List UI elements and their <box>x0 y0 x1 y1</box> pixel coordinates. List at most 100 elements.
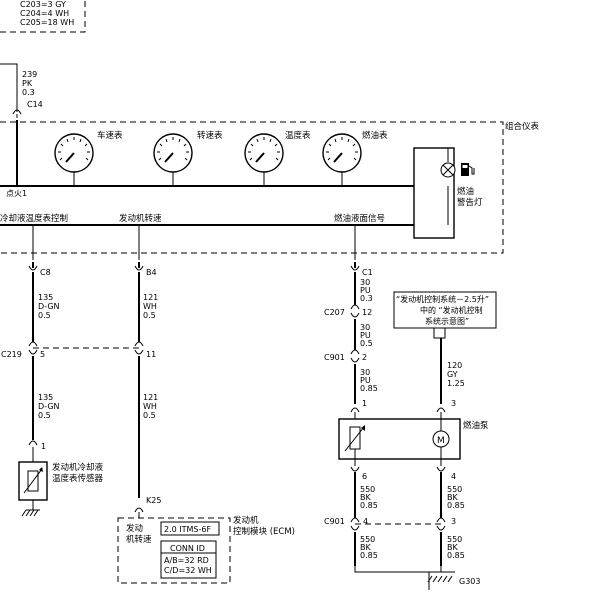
lamp-label-2: 警告灯 <box>457 197 483 208</box>
ground-bus <box>354 566 442 573</box>
sensor-label-1: 发动机冷却液 <box>52 462 104 473</box>
wire-135-upper-color: D-GN <box>38 302 60 311</box>
conn-id-line-2: C/D=32 WH <box>164 566 212 575</box>
fuel-level-circuit: C1 30 PU 0.3 C207 12 30 PU 0.5 C901 2 30… <box>324 225 378 419</box>
pump-supply-circuit: 120 GY 1.25 3 <box>436 338 465 419</box>
wire-120-color: GY <box>447 370 458 379</box>
ground-g303-icon <box>427 571 455 590</box>
wire-30-c-circuit: 30 <box>360 368 370 377</box>
pump-pin-4: 4 <box>451 472 456 481</box>
speedometer-label: 车速表 <box>97 130 123 141</box>
ecm-pin-k25: K25 <box>146 496 161 505</box>
wire-550-d-gauge: 0.85 <box>447 551 465 560</box>
pump-pin-3: 3 <box>451 399 456 408</box>
ground-g303: G303 <box>459 577 480 586</box>
connector-c901-top: C901 <box>324 353 345 362</box>
ecm-signal-label-2: 机转速 <box>126 534 152 545</box>
wire-135-upper-gauge: 0.5 <box>38 311 51 320</box>
wire-121-upper-gauge: 0.5 <box>143 311 156 320</box>
wire-550-a-circuit: 550 <box>360 485 375 494</box>
pump-motor-icon: M <box>432 430 450 448</box>
tachometer-gauge: 转速表 <box>153 130 223 186</box>
temperature-gauge: 温度表 <box>244 130 311 186</box>
wire-239-color: PK <box>22 79 33 88</box>
coolant-temp-sensor <box>18 461 48 501</box>
fuel-level-sender <box>344 425 365 452</box>
c901-pin-4: 4 <box>363 517 368 526</box>
c207-pin: 12 <box>362 308 372 317</box>
fuel-gauge-label: 燃油表 <box>362 130 388 141</box>
fuel-pump-icon <box>461 163 475 176</box>
coolant-circuit: C8 135 D-GN 0.5 C219 5 135 D-GN 0.5 1 发动… <box>1 225 104 517</box>
wire-120-gauge: 1.25 <box>447 379 465 388</box>
wire-239-gauge: 0.3 <box>22 88 35 97</box>
rpm-circuit: B4 121 WH 0.5 11 121 WH 0.5 K25 <box>134 225 161 518</box>
wire-30-c-color: PU <box>360 376 371 385</box>
ecm-module: 发动 机转速 2.0 ITMS-6F CONN ID A/B=32 RD C/D… <box>117 515 295 584</box>
wire-550-d-color: BK <box>447 543 458 552</box>
connector-line-2: C204=4 WH <box>20 9 69 18</box>
connector-c219: C219 <box>1 350 22 359</box>
pump-pin-1: 1 <box>362 399 367 408</box>
fuel-warning-lamp: 燃油 警告灯 <box>413 147 483 239</box>
wire-121-lower-color: WH <box>143 402 157 411</box>
connector-c901-bottom: C901 <box>324 517 345 526</box>
wire-550-c-gauge: 0.85 <box>360 551 378 560</box>
ground-icon <box>21 509 39 517</box>
connector-c207: C207 <box>324 308 345 317</box>
signal-fuel-level-label: 燃油液面信号 <box>334 213 385 224</box>
ref-line-1: “发动机控制系统－2.5升” <box>396 294 489 304</box>
ignition-wire: 239 PK 0.3 C14 点火1 <box>0 63 43 198</box>
wire-30-a-circuit: 30 <box>360 278 370 287</box>
connector-c1: C1 <box>362 268 373 277</box>
connector-list-box: C203=3 GY C204=4 WH C205=18 WH <box>0 0 86 33</box>
wire-550-a-color: BK <box>360 493 371 502</box>
fuel-pump-label: 燃油泵 <box>463 420 489 431</box>
connector-line-3: C205=18 WH <box>20 18 74 27</box>
reference-box: “发动机控制系统－2.5升” 中的 “发动机控制 系统示意图” <box>393 291 497 339</box>
sensor-label-2: 温度表传感器 <box>52 473 104 484</box>
ecm-title-1: 发动机 <box>233 515 259 526</box>
fuel-pump-module: 燃油泵 M 6 4 550 BK 0.85 550 BK 0.85 C901 <box>324 418 489 590</box>
cluster-label: 组合仪表 <box>505 121 540 132</box>
ecm-title-2: 控制模块 (ECM) <box>233 526 295 537</box>
lamp-label-1: 燃油 <box>457 186 474 197</box>
wire-550-b-color: BK <box>447 493 458 502</box>
wire-120-circuit: 120 <box>447 361 462 370</box>
wire-121-upper-color: WH <box>143 302 157 311</box>
wire-550-b-gauge: 0.85 <box>447 501 465 510</box>
signal-rpm-label: 发动机转速 <box>119 213 162 224</box>
sensor-pin-1: 1 <box>41 442 46 451</box>
wire-121-lower-circuit: 121 <box>143 393 158 402</box>
lamp-icon <box>442 164 454 176</box>
wire-121-upper-circuit: 121 <box>143 293 158 302</box>
ecm-signal-label-1: 发动 <box>126 523 144 534</box>
wire-550-a-gauge: 0.85 <box>360 501 378 510</box>
fuel-gauge: 燃油表 <box>322 130 388 186</box>
ref-line-2: 中的 “发动机控制 <box>420 305 483 315</box>
connector-c8: C8 <box>40 268 51 277</box>
wire-550-d-circuit: 550 <box>447 535 462 544</box>
wire-30-a-gauge: 0.3 <box>360 294 373 303</box>
c219-pin-5: 5 <box>40 350 45 359</box>
temperature-gauge-label: 温度表 <box>285 130 311 141</box>
wire-135-lower-color: D-GN <box>38 402 60 411</box>
conn-id-line-1: A/B=32 RD <box>164 556 209 565</box>
speedometer-gauge: 车速表 <box>54 130 123 186</box>
ignition-label: 点火1 <box>6 189 27 198</box>
ecm-model: 2.0 ITMS-6F <box>164 525 211 534</box>
connector-c14: C14 <box>27 100 43 109</box>
pump-pin-6: 6 <box>362 472 367 481</box>
conn-id-title: CONN ID <box>170 544 205 553</box>
wire-30-b-circuit: 30 <box>360 323 370 332</box>
c901-pin-2: 2 <box>362 353 367 362</box>
wire-135-upper-circuit: 135 <box>38 293 53 302</box>
wire-550-b-circuit: 550 <box>447 485 462 494</box>
wire-30-b-color: PU <box>360 331 371 340</box>
motor-m: M <box>437 436 445 446</box>
ref-line-3: 系统示意图” <box>425 316 469 326</box>
c901-pin-3: 3 <box>451 517 456 526</box>
instrument-cluster: 组合仪表 车速表 转速表 温度表 <box>0 121 540 254</box>
wire-121-lower-gauge: 0.5 <box>143 411 156 420</box>
